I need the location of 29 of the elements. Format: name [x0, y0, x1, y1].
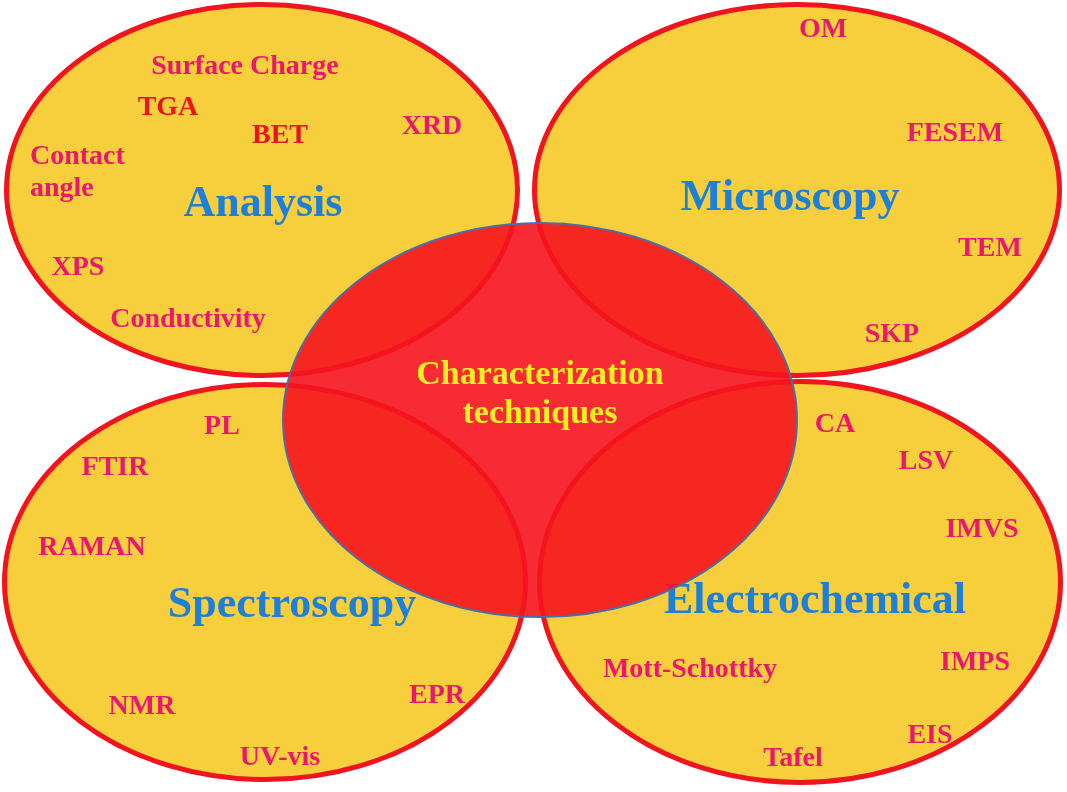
- technique-label: XPS: [51, 249, 105, 283]
- technique-label: CA: [814, 406, 856, 440]
- category-heading: Microscopy: [680, 170, 900, 222]
- technique-label: SKP: [864, 316, 920, 350]
- technique-label: NMR: [108, 688, 176, 722]
- technique-label: Tafel: [763, 740, 823, 774]
- technique-label: IMVS: [945, 511, 1019, 545]
- technique-label: UV-vis: [239, 739, 321, 773]
- technique-label: IMPS: [940, 644, 1010, 678]
- technique-label: RAMAN: [38, 529, 146, 563]
- technique-label: Conductivity: [110, 301, 266, 335]
- category-heading: Spectroscopy: [167, 577, 417, 629]
- technique-label: PL: [204, 408, 240, 442]
- technique-label: TGA: [137, 89, 199, 123]
- technique-label: XRD: [401, 108, 463, 142]
- center-title: Characterization techniques: [415, 352, 665, 432]
- technique-label: OM: [798, 11, 848, 45]
- technique-label: Contact angle: [30, 138, 126, 204]
- category-heading: Analysis: [183, 176, 343, 228]
- technique-label: LSV: [898, 443, 954, 477]
- technique-label: TEM: [958, 230, 1022, 264]
- technique-label: EPR: [409, 677, 465, 711]
- technique-label: FESEM: [906, 115, 1004, 149]
- technique-label: EIS: [907, 717, 953, 751]
- technique-label: Mott-Schottky: [602, 651, 778, 685]
- technique-label: BET: [252, 117, 308, 151]
- technique-label: FTIR: [81, 449, 149, 483]
- category-heading: Electrochemical: [663, 573, 967, 625]
- technique-label: Surface Charge: [151, 48, 339, 82]
